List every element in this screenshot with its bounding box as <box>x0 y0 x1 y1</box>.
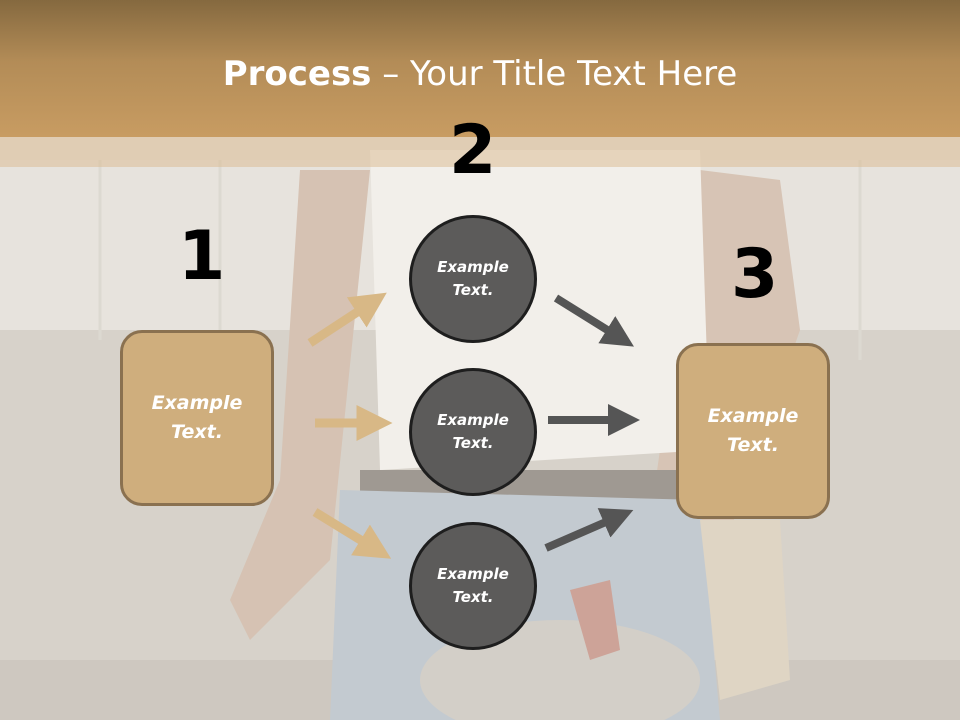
arrow-2-top-to-3 <box>553 294 634 347</box>
step-1-box: Example Text. <box>120 330 274 506</box>
step-1-label: Example Text. <box>151 392 243 443</box>
step-2-circle-bottom-label: Example Text. <box>437 565 509 606</box>
step-number-2: 2 <box>449 111 497 190</box>
step-2-circle-top: Example Text. <box>409 215 537 343</box>
title-bar-band <box>0 137 960 167</box>
step-2-circle-top-label: Example Text. <box>437 258 509 299</box>
title-bar <box>0 0 960 137</box>
step-3-label: Example Text. <box>707 405 799 456</box>
arrow-1-to-2-bottom <box>312 508 392 559</box>
step-2-circle-bottom: Example Text. <box>409 522 537 650</box>
step-number-3: 3 <box>731 235 779 314</box>
step-3-box: Example Text. <box>676 343 830 519</box>
arrow-2-bottom-to-3 <box>544 508 634 552</box>
slide-title-bold: Process <box>222 54 372 94</box>
step-2-circle-middle-label: Example Text. <box>437 411 509 452</box>
step-number-1: 1 <box>178 217 226 296</box>
step-2-circle-middle: Example Text. <box>409 368 537 496</box>
arrow-1-to-2-top <box>307 292 387 347</box>
slide-title-rest: – Your Title Text Here <box>371 54 738 94</box>
slide-title: Process – Your Title Text Here <box>0 52 960 96</box>
